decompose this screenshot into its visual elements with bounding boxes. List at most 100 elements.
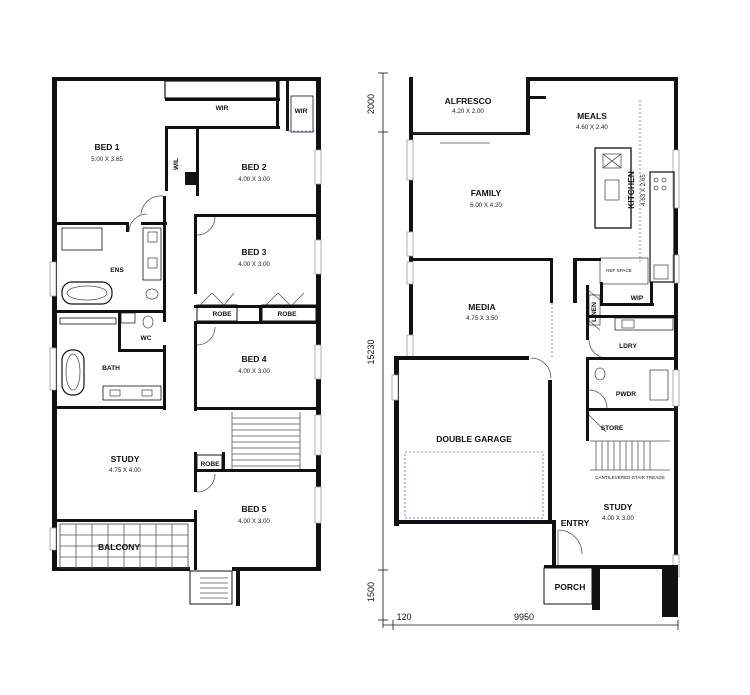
room-size-bed2: 4.00 X 3.00 bbox=[238, 176, 270, 183]
wall bbox=[57, 222, 129, 225]
wall bbox=[165, 126, 280, 129]
room-size-study-upper: 4.75 X 4.00 bbox=[109, 467, 141, 474]
room-label-study-upper: STUDY bbox=[111, 454, 140, 464]
room-label-study-ground: STUDY bbox=[604, 502, 633, 512]
label-bath: BATH bbox=[102, 365, 120, 372]
garage-door bbox=[404, 451, 544, 519]
window bbox=[314, 486, 322, 524]
upper-wall-bottom-right bbox=[232, 567, 321, 571]
wall bbox=[194, 214, 320, 217]
room-size-bed1: 5.00 X 3.65 bbox=[91, 156, 123, 163]
label-balcony: BALCONY bbox=[98, 542, 140, 552]
wall bbox=[57, 519, 197, 522]
upper-floor-plan: BED 1 5.00 X 3.65 BED 2 4.00 X 3.00 BED … bbox=[49, 77, 322, 606]
label-linen: LINEN bbox=[591, 302, 598, 322]
wc-basin bbox=[120, 312, 136, 324]
dimension-lines: 2000 15230 1500 120 9950 bbox=[366, 72, 679, 630]
room-label-media: MEDIA bbox=[468, 302, 495, 312]
ground-wall-top bbox=[530, 77, 678, 81]
fridge bbox=[653, 264, 669, 280]
wall bbox=[165, 98, 280, 101]
wall bbox=[592, 565, 600, 610]
wall bbox=[394, 520, 552, 524]
room-size-meals: 4.60 X 2.40 bbox=[576, 124, 608, 131]
wall bbox=[526, 77, 530, 135]
wall bbox=[163, 222, 166, 322]
wall bbox=[409, 132, 526, 135]
label-wir: WIR bbox=[216, 105, 229, 112]
wall bbox=[163, 345, 166, 410]
entry-door-swing bbox=[557, 529, 583, 555]
wall bbox=[126, 222, 129, 232]
room-size-study-ground: 4.00 X 3.00 bbox=[602, 515, 634, 522]
label-robe-bed3: ROBE bbox=[212, 311, 232, 318]
room-size-media: 4.75 X 3.50 bbox=[466, 315, 498, 322]
room-size-kitchen: 4.63 X 2.65 bbox=[640, 174, 647, 206]
room-label-meals: MEALS bbox=[577, 111, 607, 121]
wall bbox=[222, 452, 225, 472]
door-swing bbox=[196, 473, 216, 493]
window bbox=[314, 239, 322, 275]
wall bbox=[573, 258, 577, 303]
toilet bbox=[145, 288, 159, 300]
basin bbox=[147, 231, 158, 243]
pwdr-toilet bbox=[594, 367, 606, 381]
wall bbox=[194, 321, 320, 324]
wall bbox=[196, 126, 199, 196]
room-size-bed4: 4.00 X 3.00 bbox=[238, 368, 270, 375]
wall bbox=[57, 406, 166, 409]
wall bbox=[586, 411, 589, 441]
laundry-bench bbox=[614, 317, 674, 331]
wall bbox=[586, 408, 674, 411]
window bbox=[49, 527, 57, 551]
upper-wall-left bbox=[52, 77, 57, 571]
upper-stairs bbox=[231, 412, 301, 470]
label-store: STORE bbox=[601, 425, 624, 432]
porch-roof bbox=[189, 570, 233, 605]
sink bbox=[604, 179, 620, 201]
label-robe-bed5: ROBE bbox=[200, 461, 220, 468]
window bbox=[672, 149, 680, 209]
wall bbox=[586, 285, 589, 340]
label-entry: ENTRY bbox=[561, 518, 590, 528]
wall bbox=[544, 565, 592, 568]
upper-wall-bottom bbox=[52, 567, 190, 571]
basin bbox=[109, 389, 121, 397]
room-size-alfresco: 4.20 X 2.00 bbox=[452, 108, 484, 115]
robe-doors bbox=[265, 292, 305, 306]
door-swing bbox=[588, 389, 608, 409]
wall bbox=[650, 282, 653, 306]
label-wir-2: WIR bbox=[295, 108, 308, 115]
bathtub-ensuite bbox=[61, 281, 113, 305]
room-size-family: 6.00 X 4.20 bbox=[470, 202, 502, 209]
window bbox=[406, 231, 414, 257]
window bbox=[49, 261, 57, 297]
wall bbox=[194, 452, 197, 492]
door-swing bbox=[196, 216, 216, 236]
label-double-garage: DOUBLE GARAGE bbox=[436, 434, 512, 444]
laundry-tub bbox=[621, 319, 635, 329]
window bbox=[672, 254, 680, 284]
ground-floor-plan: ALFRESCO 4.20 X 2.00 MEALS 4.60 X 2.40 F… bbox=[391, 77, 680, 617]
window bbox=[406, 261, 414, 285]
wall bbox=[586, 357, 674, 360]
door-swing bbox=[530, 357, 552, 379]
kitchen-island bbox=[594, 147, 632, 229]
wall bbox=[586, 315, 674, 318]
wall bbox=[194, 321, 197, 411]
basin bbox=[141, 389, 153, 397]
wir-2-box bbox=[290, 95, 314, 133]
ground-wall-right bbox=[674, 77, 678, 617]
robe-doors bbox=[199, 292, 235, 306]
wall bbox=[548, 380, 552, 520]
room-size-bed5: 4.00 X 3.00 bbox=[238, 518, 270, 525]
wall bbox=[236, 571, 240, 606]
wall bbox=[600, 282, 603, 306]
wall bbox=[163, 196, 166, 226]
room-label-bed3: BED 3 bbox=[241, 247, 266, 257]
wall bbox=[165, 126, 168, 191]
wall bbox=[57, 310, 163, 313]
wall bbox=[600, 565, 678, 569]
window bbox=[672, 369, 680, 407]
balcony-tiles bbox=[59, 523, 189, 569]
